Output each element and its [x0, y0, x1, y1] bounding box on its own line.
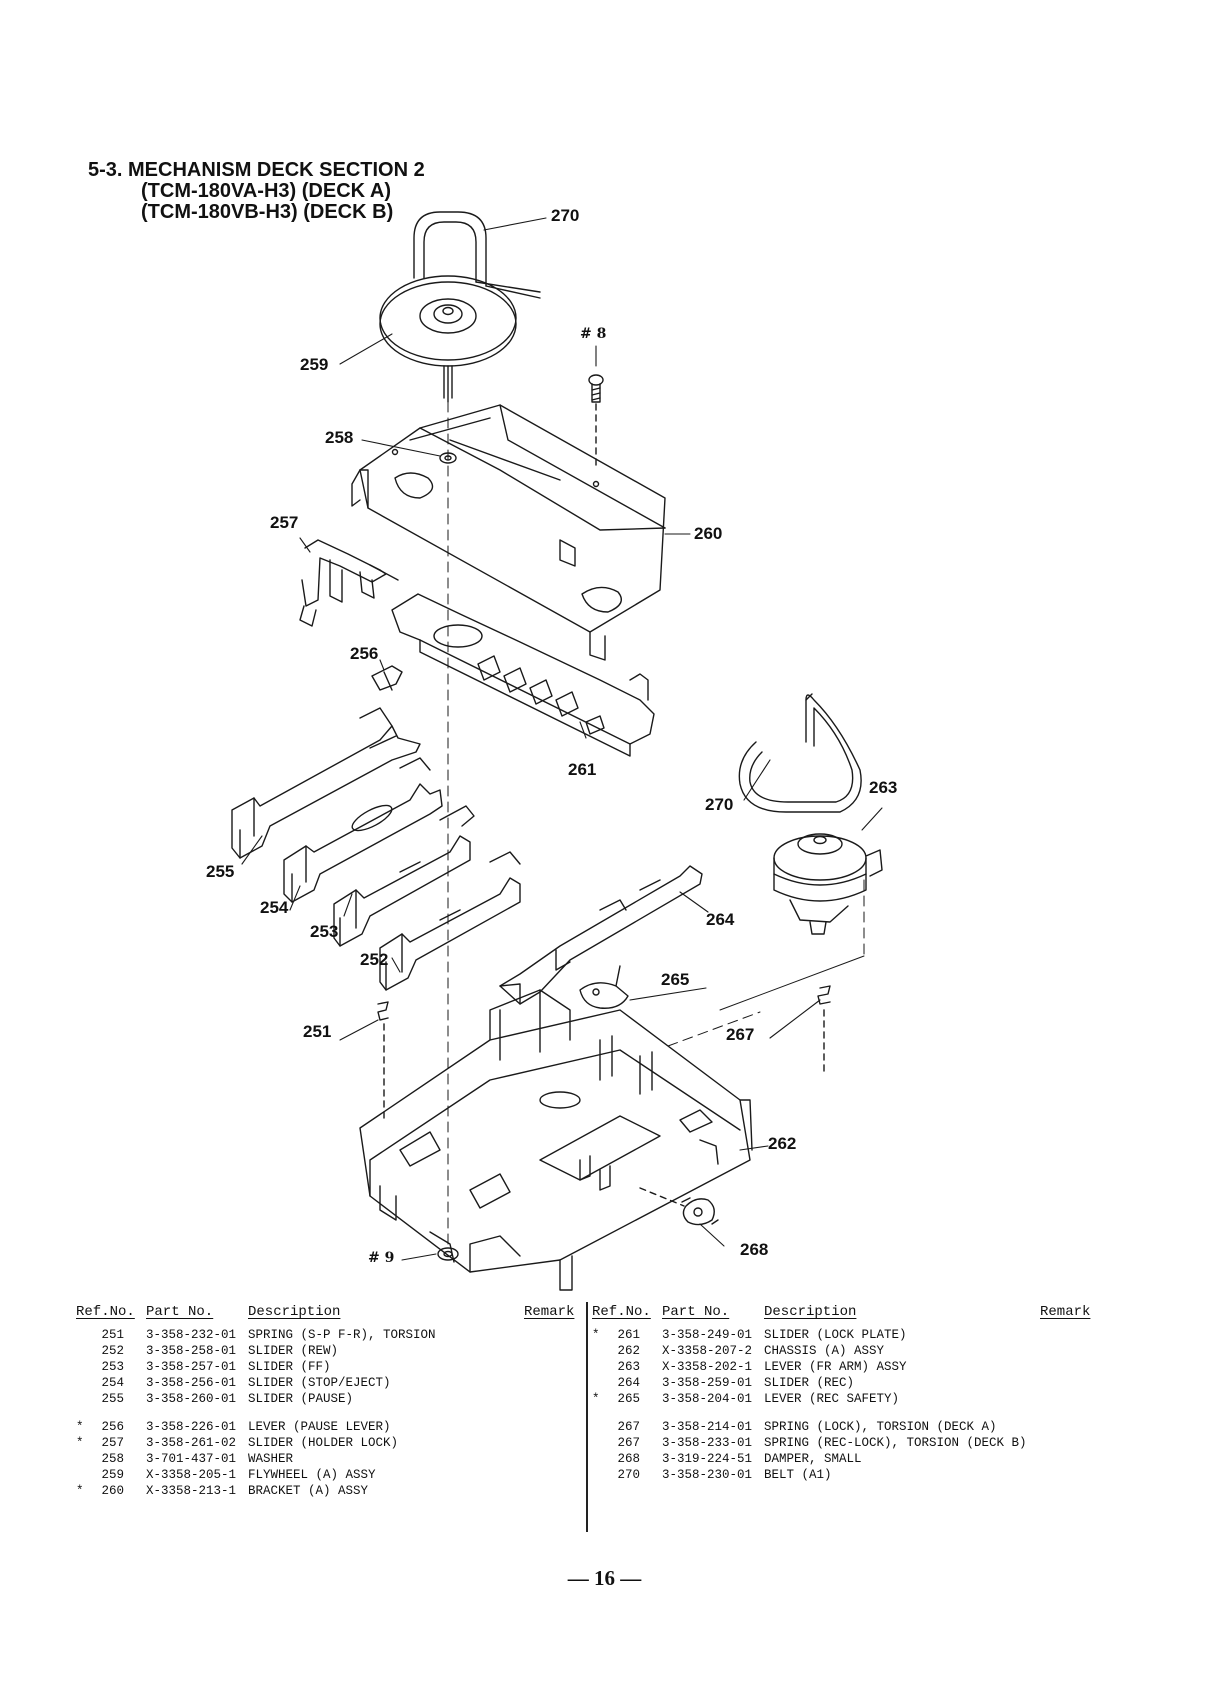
- callout-256: 256: [350, 644, 379, 663]
- slider-254: [283, 757, 443, 903]
- slider-252: [379, 851, 521, 991]
- callout-screw-9: # 9: [368, 1250, 395, 1266]
- callout-268: 268: [740, 1240, 769, 1259]
- flywheel-259: [379, 275, 517, 403]
- belt-270-top: [413, 211, 541, 299]
- header-ref-no: Ref.No.: [76, 1304, 135, 1320]
- header-part-no: Part No.: [146, 1304, 214, 1320]
- washer-258: [439, 452, 457, 464]
- header-ref-no: Ref.No.: [592, 1304, 651, 1320]
- callout-257: 257: [270, 513, 299, 532]
- header-remark: Remark: [524, 1304, 575, 1320]
- callout-252: 252: [360, 950, 389, 969]
- callout-254: 254: [260, 898, 289, 917]
- section-title-block: 5-3. MECHANISM DECK SECTION 2 (TCM-180VA…: [88, 160, 425, 223]
- page-number: — 16 —: [567, 1566, 642, 1590]
- callout-screw-8: # 8: [580, 326, 607, 342]
- callout-270-right: 270: [705, 795, 734, 814]
- model-deck-a: (TCM-180VA-H3) (DECK A): [141, 180, 391, 202]
- callout-260: 260: [694, 524, 723, 543]
- lever-256: [371, 665, 403, 691]
- callout-253: 253: [310, 922, 339, 941]
- section-title: 5-3. MECHANISM DECK SECTION 2: [88, 159, 425, 181]
- parts-list-header: Ref.No. Part No. Description Remark: [76, 1300, 584, 1328]
- lock-plate-261: [391, 593, 655, 757]
- callout-255: 255: [206, 862, 235, 881]
- damper-268: [639, 1187, 719, 1226]
- callout-262: 262: [768, 1134, 797, 1153]
- header-part-no: Part No.: [662, 1304, 730, 1320]
- chassis-262: [359, 989, 753, 1291]
- lever-265: [579, 965, 629, 1009]
- lever-263: [773, 833, 883, 935]
- slider-257: [299, 539, 399, 627]
- parts-list-right: Ref.No. Part No. Description Remark *261…: [592, 1300, 1100, 1484]
- header-description: Description: [764, 1304, 857, 1320]
- parts-list-header: Ref.No. Part No. Description Remark: [592, 1300, 1100, 1328]
- slider-253: [333, 805, 475, 947]
- callout-267: 267: [726, 1025, 755, 1044]
- column-divider: [586, 1302, 588, 1532]
- exploded-view-diagram: [231, 211, 883, 1291]
- spring-251: [377, 1001, 389, 1121]
- callout-261: 261: [568, 760, 597, 779]
- callout-264: 264: [706, 910, 735, 929]
- bracket-260: [351, 404, 666, 661]
- spring-267: [817, 985, 831, 1077]
- model-deck-b: (TCM-180VB-H3) (DECK B): [141, 201, 394, 223]
- callout-258: 258: [325, 428, 354, 447]
- callout-259: 259: [300, 355, 329, 374]
- belt-270-right: [738, 693, 862, 813]
- header-remark: Remark: [1040, 1304, 1091, 1320]
- callout-265: 265: [661, 970, 690, 989]
- screw-9: [437, 1247, 459, 1261]
- callout-263: 263: [869, 778, 898, 797]
- callout-251: 251: [303, 1022, 332, 1041]
- slider-255: [231, 707, 421, 859]
- header-description: Description: [248, 1304, 341, 1320]
- callout-270-top: 270: [551, 206, 580, 225]
